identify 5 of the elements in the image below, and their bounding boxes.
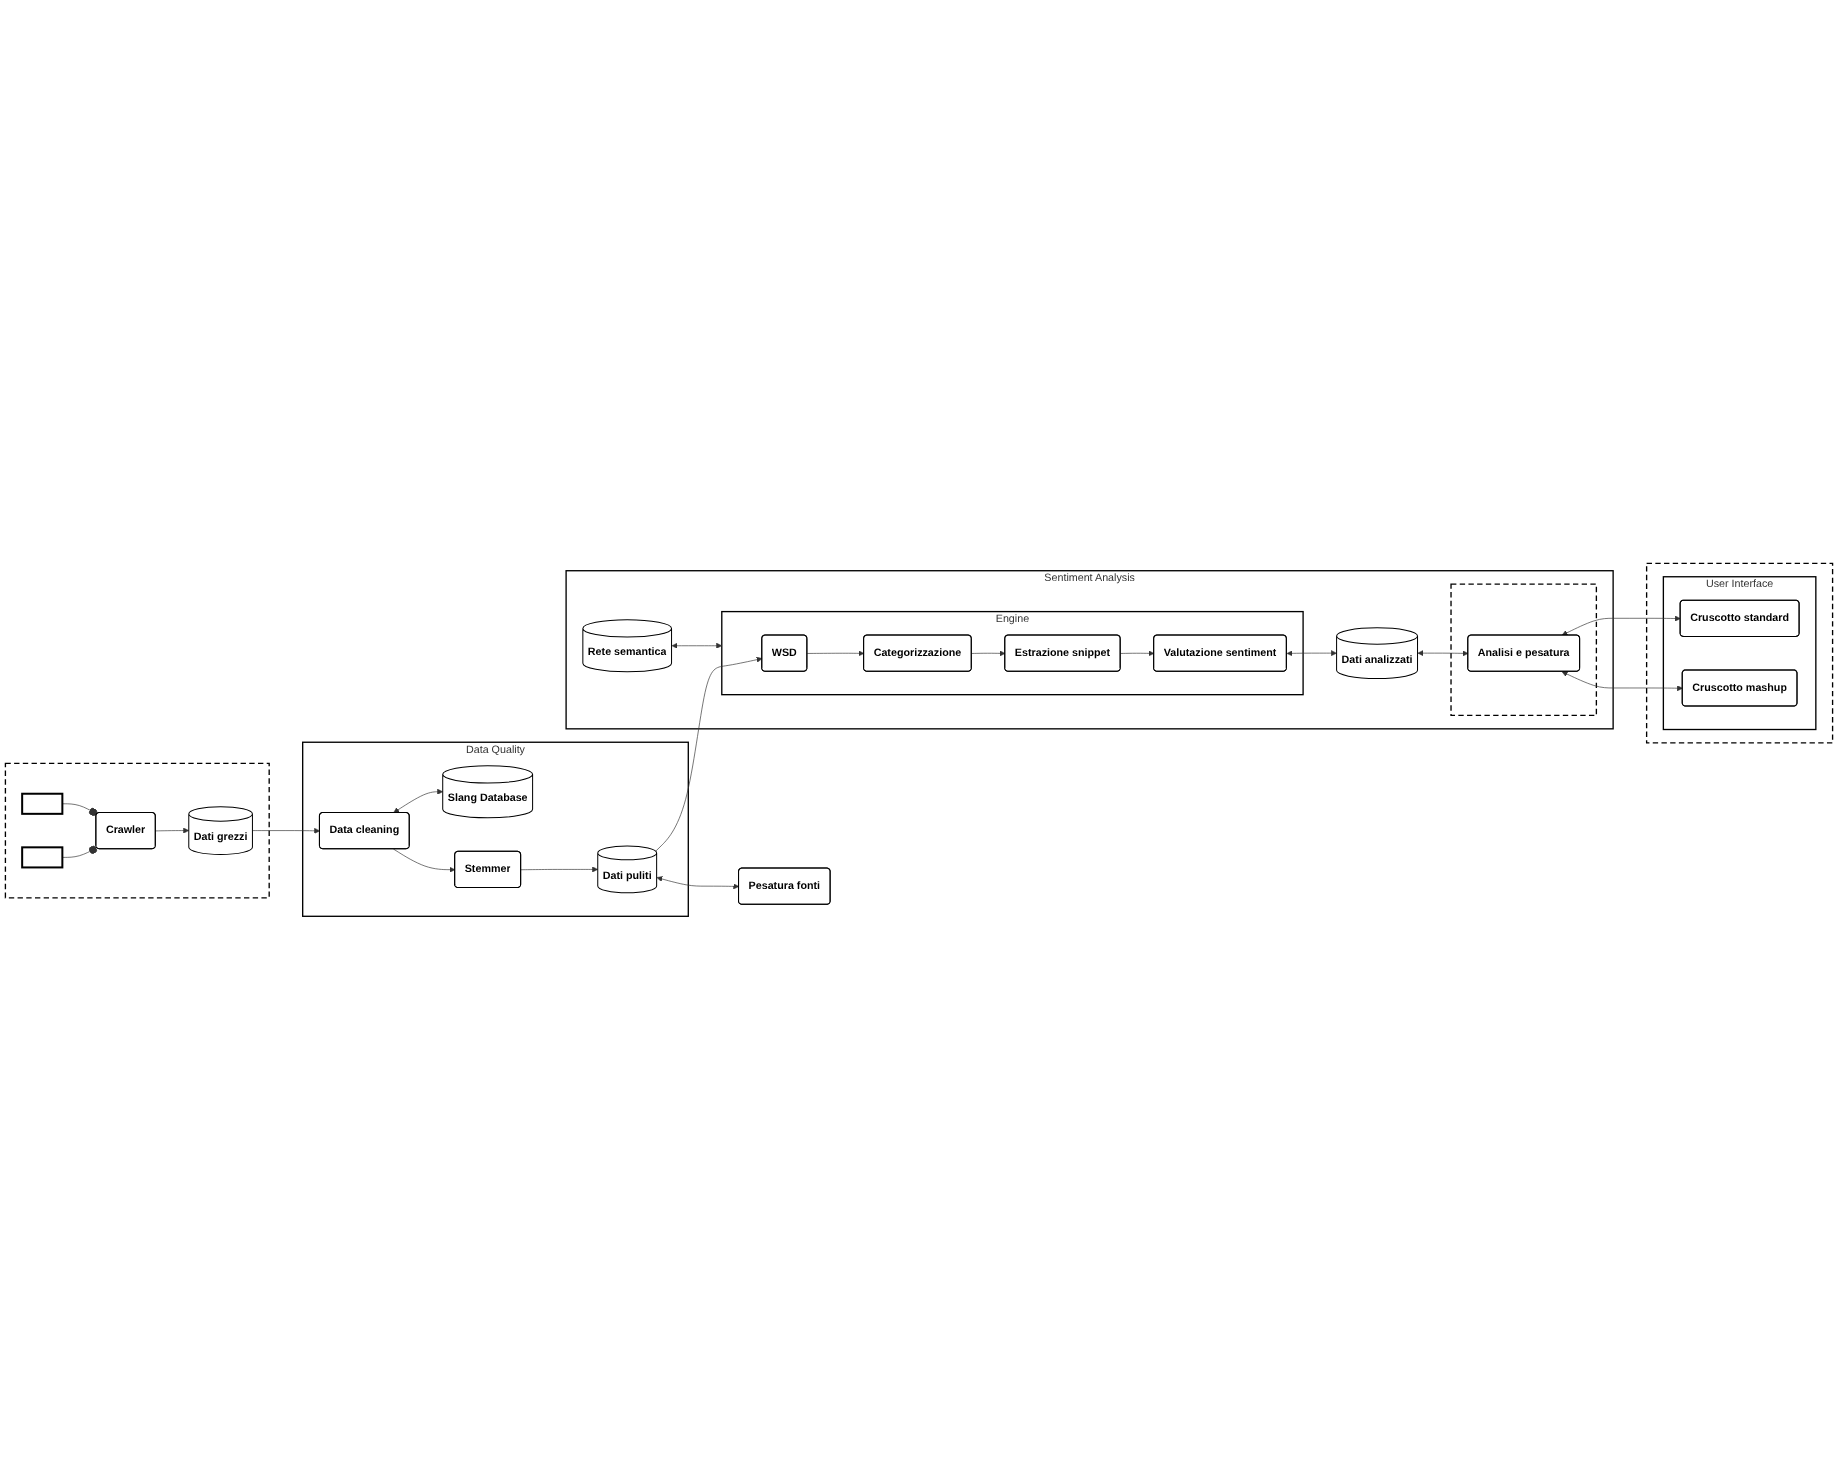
node-box [21,792,64,815]
node-box [21,846,64,869]
cluster [1450,583,1598,717]
cluster [1645,562,1834,744]
cluster [4,762,270,899]
